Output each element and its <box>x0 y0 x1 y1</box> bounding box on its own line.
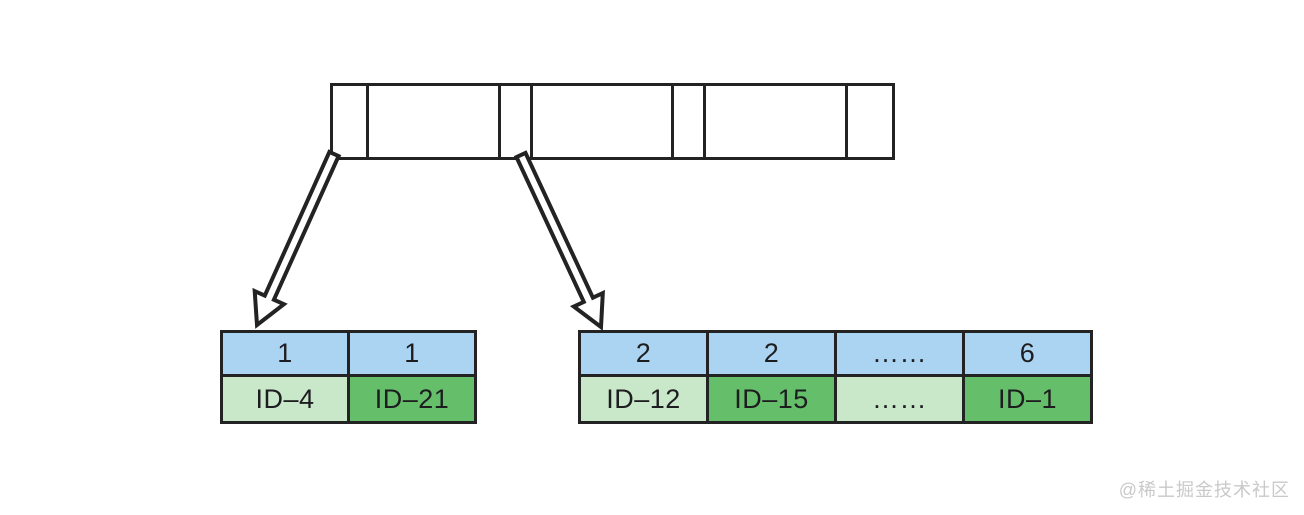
key-cell-ellipsis: …… <box>834 330 965 377</box>
key-row: 1 1 <box>220 330 477 377</box>
record-row: ID–12 ID–15 …… ID–1 <box>578 374 1093 424</box>
record-cell: ID–1 <box>962 374 1093 424</box>
record-cell: ID–4 <box>220 374 350 424</box>
key-cell: 1 <box>220 330 350 377</box>
arrow-to-right-page <box>513 150 605 331</box>
key-slot <box>369 86 501 157</box>
pointer-slot <box>501 86 533 157</box>
pointer-slot <box>848 86 892 157</box>
record-row: ID–4 ID–21 <box>220 374 477 424</box>
key-slot <box>706 86 848 157</box>
index-node <box>330 83 895 160</box>
watermark: @稀土掘金技术社区 <box>1118 480 1290 500</box>
key-cell: 1 <box>347 330 477 377</box>
key-cell: 2 <box>706 330 837 377</box>
record-cell-ellipsis: …… <box>834 374 965 424</box>
pointer-slot <box>333 86 369 157</box>
arrow-to-left-page <box>252 149 342 329</box>
record-cell: ID–21 <box>347 374 477 424</box>
record-cell: ID–15 <box>706 374 837 424</box>
pointer-slot <box>674 86 706 157</box>
key-row: 2 2 …… 6 <box>578 330 1093 377</box>
data-page-left: 1 1 ID–4 ID–21 <box>220 330 477 424</box>
key-slot <box>533 86 674 157</box>
record-cell: ID–12 <box>578 374 709 424</box>
key-cell: 2 <box>578 330 709 377</box>
data-page-right: 2 2 …… 6 ID–12 ID–15 …… ID–1 <box>578 330 1093 424</box>
key-cell: 6 <box>962 330 1093 377</box>
